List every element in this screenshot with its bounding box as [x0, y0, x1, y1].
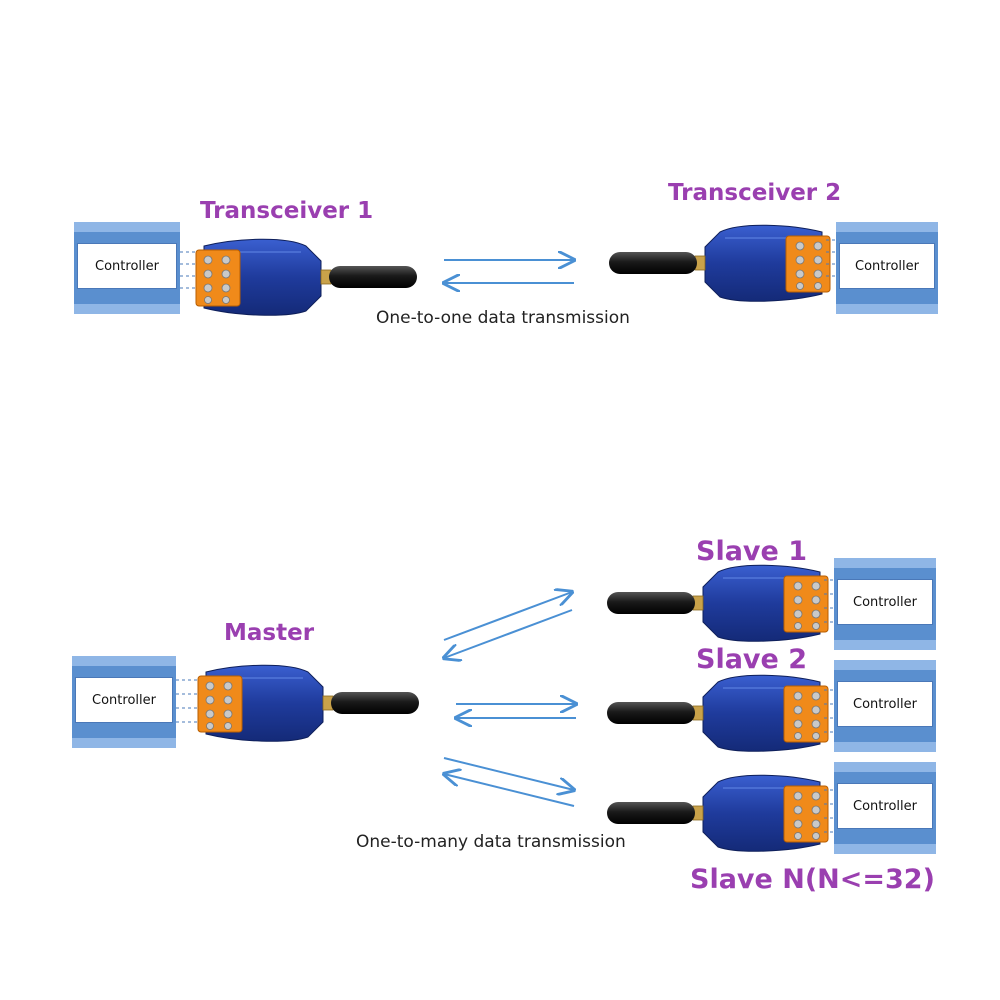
controller-label: Controller: [839, 243, 935, 289]
wires-top-right: [826, 239, 838, 277]
transceiver-device-icon: [195, 238, 418, 317]
controller-label: Controller: [837, 579, 933, 625]
controller-label: Controller: [837, 681, 933, 727]
controller-box: Controller: [72, 656, 176, 748]
slave2-label: Slave 2: [696, 644, 808, 675]
transceiver2-label: Transceiver 2: [668, 180, 842, 206]
controller-box: Controller: [836, 222, 938, 314]
master-label: Master: [224, 620, 315, 646]
wires-slaves: [824, 579, 834, 833]
transceiver-device-icon: [606, 774, 829, 853]
bidirectional-arrow-icon: [444, 592, 576, 807]
controller-box: Controller: [74, 222, 180, 314]
controller-label: Controller: [837, 783, 933, 829]
transceiver-device-icon: [606, 564, 829, 643]
one-to-one-caption: One-to-one data transmission: [376, 308, 630, 328]
controller-label: Controller: [77, 243, 177, 289]
transceiver-device-icon: [606, 674, 829, 753]
slave1-label: Slave 1: [696, 536, 808, 567]
controller-box: Controller: [834, 762, 936, 854]
transceiver-device-icon: [197, 664, 420, 743]
controller-box: Controller: [834, 558, 936, 650]
bidirectional-arrow-icon: [444, 260, 574, 283]
transceiver1-label: Transceiver 1: [200, 198, 374, 224]
slaveN-label: Slave N(N<=32): [690, 864, 935, 895]
controller-label: Controller: [75, 677, 173, 723]
transceiver-device-icon: [608, 224, 831, 303]
one-to-many-caption: One-to-many data transmission: [356, 832, 626, 852]
controller-box: Controller: [834, 660, 936, 752]
wires-master: [176, 679, 200, 723]
